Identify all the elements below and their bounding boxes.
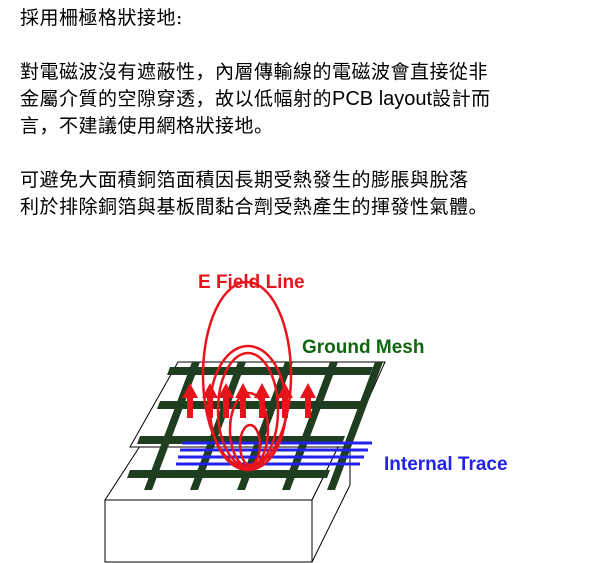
p1-line-2-before: 金屬介質的空隙穿透，故以低幅射的 [20, 88, 333, 110]
mesh-bar-horizontal [127, 470, 330, 478]
field-arrow-shaft [207, 397, 213, 418]
paragraph-1: 對電磁波沒有遮蔽性，內層傳輸線的電磁波會直接從非 金屬介質的空隙穿透，故以低幅射… [20, 59, 491, 140]
field-arrow-head [277, 383, 293, 398]
field-arrow-head [254, 383, 270, 398]
p2-line-2: 利於排除銅箔與基板間黏合劑受熱產生的揮發性氣體。 [20, 196, 489, 218]
field-arrow-head [202, 383, 218, 398]
field-arrows [182, 383, 316, 418]
field-arrow-shaft [187, 397, 193, 418]
paragraph-2: 可避免大面積銅箔面積因長期受熱發生的膨脹與脫落 利於排除銅箔與基板間黏合劑受熱產… [20, 167, 488, 221]
field-arrow-head [218, 383, 234, 398]
field-arrow-shaft [240, 397, 246, 418]
field-arrow-head [182, 383, 198, 398]
p1-line-1: 對電磁波沒有遮蔽性，內層傳輸線的電磁波會直接從非 [20, 61, 489, 83]
field-loop-innermost [238, 423, 262, 467]
field-arrow-shaft [282, 397, 288, 418]
p1-line-3: 言，不建議使用網格狀接地。 [20, 115, 274, 137]
p1-line-2-after: 設計而 [432, 88, 491, 110]
field-arrow-head [300, 383, 316, 398]
field-arrow-head [235, 383, 251, 398]
p2-line-1: 可避免大面積銅箔面積因長期受熱發生的膨脹與脫落 [20, 169, 469, 191]
ground-mesh-label: Ground Mesh [302, 337, 424, 358]
heading: 採用柵極格狀接地: [20, 7, 183, 29]
field-loop-inner [228, 391, 270, 469]
field-arrow-shaft [305, 397, 311, 418]
field-arrow-shaft [259, 397, 265, 418]
field-arrow-shaft [223, 397, 229, 418]
e-field-label: E Field Line [198, 272, 305, 293]
internal-trace-label: Internal Trace [384, 454, 508, 475]
p1-line-2-latin: PCB layout [332, 88, 433, 110]
